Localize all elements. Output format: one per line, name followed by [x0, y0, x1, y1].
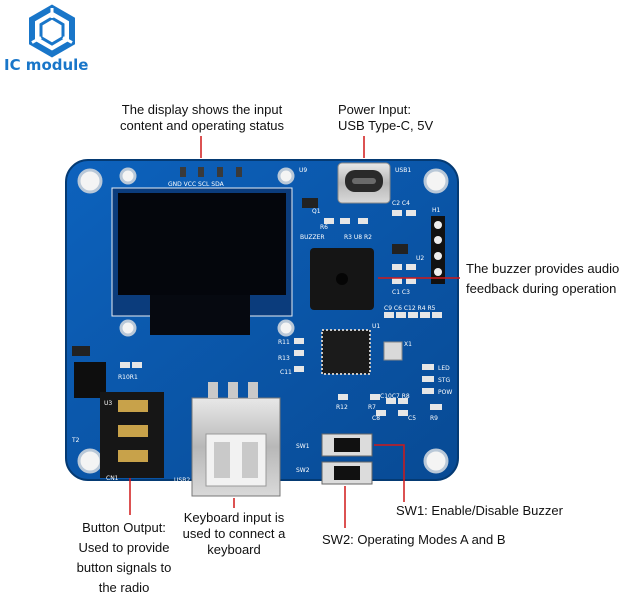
svg-text:X1: X1 [404, 341, 412, 348]
smd-components [72, 198, 442, 416]
svg-text:C1 C3: C1 C3 [392, 289, 410, 296]
svg-text:C9 C6 C12 R4 R5: C9 C6 C12 R4 R5 [384, 305, 436, 312]
svg-text:H1: H1 [432, 207, 441, 214]
callout-button-output: Button Output: Used to provide button si… [76, 520, 172, 595]
svg-text:R10R1: R10R1 [118, 374, 138, 381]
callout-lines [129, 136, 460, 528]
svg-text:R6: R6 [320, 224, 328, 231]
oled-display [111, 187, 293, 335]
oled-header-pins [180, 167, 242, 177]
ic-module-logo [29, 4, 75, 58]
svg-text:C11: C11 [280, 369, 292, 376]
svg-text:SW2: SW2 [296, 467, 310, 474]
callout-display: The display shows the input content and … [119, 102, 285, 133]
svg-text:POW: POW [438, 389, 452, 396]
callout-sw1: SW1: Enable/Disable Buzzer [396, 503, 563, 518]
svg-text:C8: C8 [372, 415, 380, 422]
svg-text:T2: T2 [71, 437, 80, 444]
svg-text:USB1: USB1 [395, 167, 411, 174]
svg-text:U1: U1 [372, 323, 380, 330]
svg-text:CN1: CN1 [106, 475, 119, 482]
svg-text:R12: R12 [336, 404, 348, 411]
crystal [383, 341, 403, 361]
svg-text:BUZZER: BUZZER [300, 234, 325, 241]
mcu-chip [321, 329, 371, 375]
svg-text:C5: C5 [408, 415, 416, 422]
svg-text:U9: U9 [299, 167, 307, 174]
tactile-switch-sw2 [321, 461, 373, 485]
svg-text:R7: R7 [368, 404, 376, 411]
svg-text:STG: STG [438, 377, 450, 384]
mounting-holes [77, 167, 449, 474]
hexagon-logo-icon [29, 4, 75, 58]
callout-buzzer: The buzzer provides audio feedback durin… [466, 261, 620, 296]
silk-header: GND VCC SCL SDA [168, 181, 225, 188]
svg-text:USB2: USB2 [174, 477, 190, 484]
svg-text:C10C7 R8: C10C7 R8 [380, 393, 410, 400]
svg-text:U3: U3 [104, 400, 112, 407]
callout-keyboard: Keyboard input is used to connect a keyb… [182, 510, 286, 557]
svg-text:U2: U2 [416, 255, 424, 262]
svg-text:R9: R9 [430, 415, 438, 422]
svg-text:R3 U8 R2: R3 U8 R2 [344, 234, 372, 241]
callout-sw2: SW2: Operating Modes A and B [322, 532, 506, 547]
usb-a-connector [191, 382, 281, 497]
callout-power: Power Input: USB Type-C, 5V [338, 102, 434, 133]
audio-jack-cn1 [100, 392, 164, 478]
svg-text:C2 C4: C2 C4 [392, 200, 410, 207]
svg-text:SW1: SW1 [296, 443, 310, 450]
svg-text:R13: R13 [278, 355, 290, 362]
svg-text:LED: LED [438, 365, 450, 372]
usb-type-c-connector [337, 162, 391, 204]
svg-text:Q1: Q1 [312, 208, 321, 215]
logo-text: IC module [4, 56, 89, 74]
silkscreen-labels: GND VCC SCL SDA U9 USB1 Q1 R6 BUZZER R3 … [71, 167, 452, 484]
tactile-switch-sw1 [321, 433, 373, 457]
header-h1 [431, 216, 445, 284]
svg-text:R11: R11 [278, 339, 290, 346]
